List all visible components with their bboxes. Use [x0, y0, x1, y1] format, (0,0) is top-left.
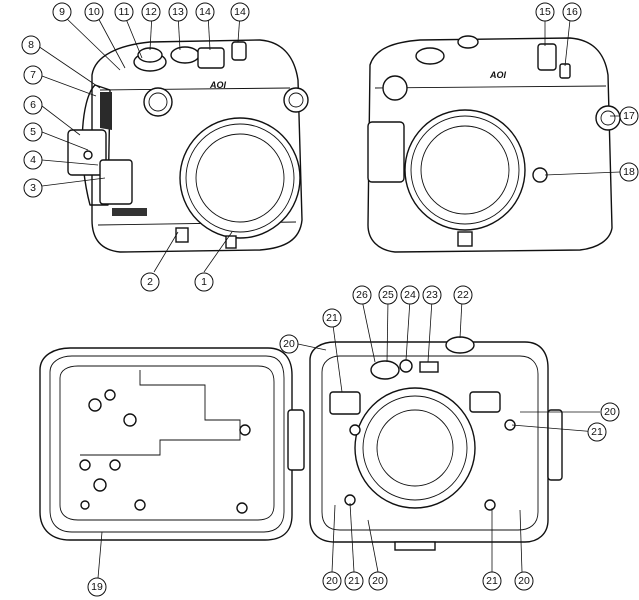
housing-open-view [39, 336, 563, 551]
callout-25: 25 [378, 285, 398, 305]
svg-text:25: 25 [382, 289, 394, 301]
svg-text:22: 22 [457, 289, 469, 301]
svg-text:17: 17 [623, 110, 635, 122]
svg-text:26: 26 [356, 289, 368, 301]
callout-20c: 20 [322, 571, 342, 591]
callout-1: 1 [194, 272, 214, 292]
callout-markers: 1 2 3 4 5 6 7 8 9 10 11 12 13 14 14 15 1… [21, 2, 639, 597]
callout-7: 7 [23, 65, 43, 85]
svg-text:14: 14 [234, 6, 246, 18]
callout-24: 24 [400, 285, 420, 305]
callout-18: 18 [619, 162, 639, 182]
callout-21a: 21 [322, 308, 342, 328]
callout-20d: 20 [368, 571, 388, 591]
callout-19: 19 [87, 577, 107, 597]
callout-10: 10 [84, 2, 104, 22]
svg-text:14: 14 [199, 6, 211, 18]
svg-text:10: 10 [88, 6, 100, 18]
svg-text:5: 5 [30, 126, 36, 138]
callout-26: 26 [352, 285, 372, 305]
callout-20a: 20 [279, 334, 299, 354]
svg-text:24: 24 [404, 289, 416, 301]
svg-text:6: 6 [30, 99, 36, 111]
svg-text:2: 2 [147, 276, 153, 288]
callout-20b: 20 [600, 402, 620, 422]
leader-lines [37, 13, 621, 579]
callout-21b: 21 [587, 422, 607, 442]
housing-back-view: AOI [367, 35, 621, 253]
callout-14b: 14 [230, 2, 250, 22]
housing-front-view: AOI [67, 39, 309, 253]
callout-4: 4 [23, 150, 43, 170]
svg-text:AOI: AOI [489, 70, 507, 80]
callout-17: 17 [619, 106, 639, 126]
callout-20e: 20 [514, 571, 534, 591]
svg-text:21: 21 [348, 575, 360, 587]
svg-text:16: 16 [566, 6, 578, 18]
callout-2: 2 [140, 272, 160, 292]
svg-text:4: 4 [30, 154, 36, 166]
svg-text:20: 20 [518, 575, 530, 587]
svg-text:12: 12 [145, 6, 157, 18]
callout-6: 6 [23, 95, 43, 115]
svg-text:23: 23 [426, 289, 438, 301]
svg-text:18: 18 [623, 166, 635, 178]
callout-21d: 21 [482, 571, 502, 591]
svg-text:21: 21 [486, 575, 498, 587]
svg-text:20: 20 [283, 338, 295, 350]
callout-13: 13 [168, 2, 188, 22]
svg-text:11: 11 [119, 6, 130, 18]
callout-22: 22 [453, 285, 473, 305]
svg-text:21: 21 [326, 312, 338, 324]
svg-text:20: 20 [326, 575, 338, 587]
callout-8: 8 [21, 35, 41, 55]
svg-text:15: 15 [539, 6, 551, 18]
callout-3: 3 [23, 178, 43, 198]
callout-21c: 21 [344, 571, 364, 591]
svg-text:21: 21 [591, 426, 603, 438]
svg-text:20: 20 [372, 575, 384, 587]
callout-16: 16 [562, 2, 582, 22]
svg-text:19: 19 [91, 581, 103, 593]
callout-12: 12 [141, 2, 161, 22]
callout-5: 5 [23, 122, 43, 142]
brand-logo: AOI [209, 80, 227, 90]
svg-text:1: 1 [201, 276, 207, 288]
svg-text:9: 9 [59, 6, 65, 18]
callout-11: 11 [114, 2, 134, 22]
svg-text:13: 13 [172, 6, 184, 18]
callout-14a: 14 [195, 2, 215, 22]
svg-text:3: 3 [30, 182, 36, 194]
callout-23: 23 [422, 285, 442, 305]
callout-15: 15 [535, 2, 555, 22]
svg-text:7: 7 [30, 69, 36, 81]
svg-text:8: 8 [28, 39, 34, 51]
callout-9: 9 [52, 2, 72, 22]
svg-text:20: 20 [604, 406, 616, 418]
